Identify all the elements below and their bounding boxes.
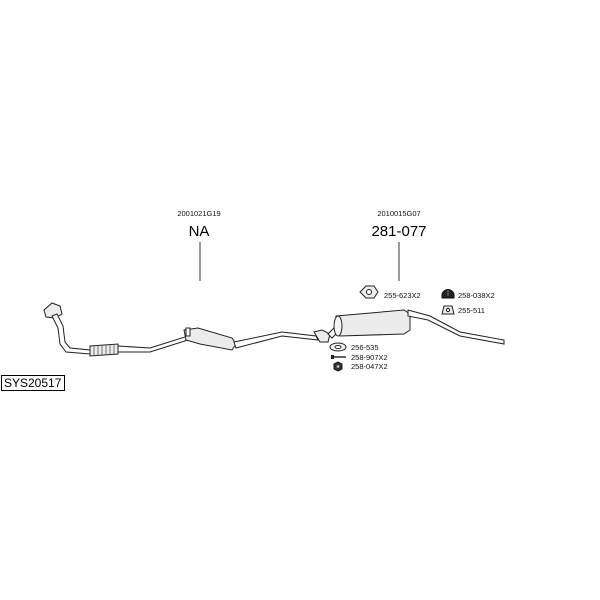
part-label-256-535: 256-535 xyxy=(351,343,379,352)
part-label-255-511: 255-511 xyxy=(458,306,485,315)
centre-silencer[interactable] xyxy=(183,327,237,351)
part-label-258-047x2: 258-047X2 xyxy=(351,362,388,371)
part-label-258-038x2: 258-038X2 xyxy=(458,291,495,300)
flex-joint-icon xyxy=(89,343,119,357)
bolt-icon[interactable] xyxy=(331,355,346,359)
nut-icon[interactable] xyxy=(333,361,343,372)
part-label-255-623x2: 255-623X2 xyxy=(384,291,421,300)
intermediate-pipe[interactable] xyxy=(233,329,331,349)
rubber-hanger-icon[interactable] xyxy=(359,285,379,299)
intermediate-flange-icon xyxy=(313,329,331,343)
gasket-icon[interactable] xyxy=(329,342,347,352)
rear-section-label: 281-077 xyxy=(371,223,426,240)
mounting-bracket-icon[interactable] xyxy=(441,305,455,315)
rubber-mount-icon[interactable] xyxy=(441,289,455,299)
diagram-code: SYS20517 xyxy=(4,376,62,390)
diagram-code-box: SYS20517 xyxy=(1,375,65,391)
rear-section-code: 2010015G07 xyxy=(377,209,420,218)
front-pipe[interactable] xyxy=(43,302,189,357)
part-label-258-907x2: 258-907X2 xyxy=(351,353,388,362)
rear-silencer[interactable] xyxy=(327,309,505,345)
front-section-code: 2001021G19 xyxy=(177,209,220,218)
front-section-label: NA xyxy=(189,223,210,240)
